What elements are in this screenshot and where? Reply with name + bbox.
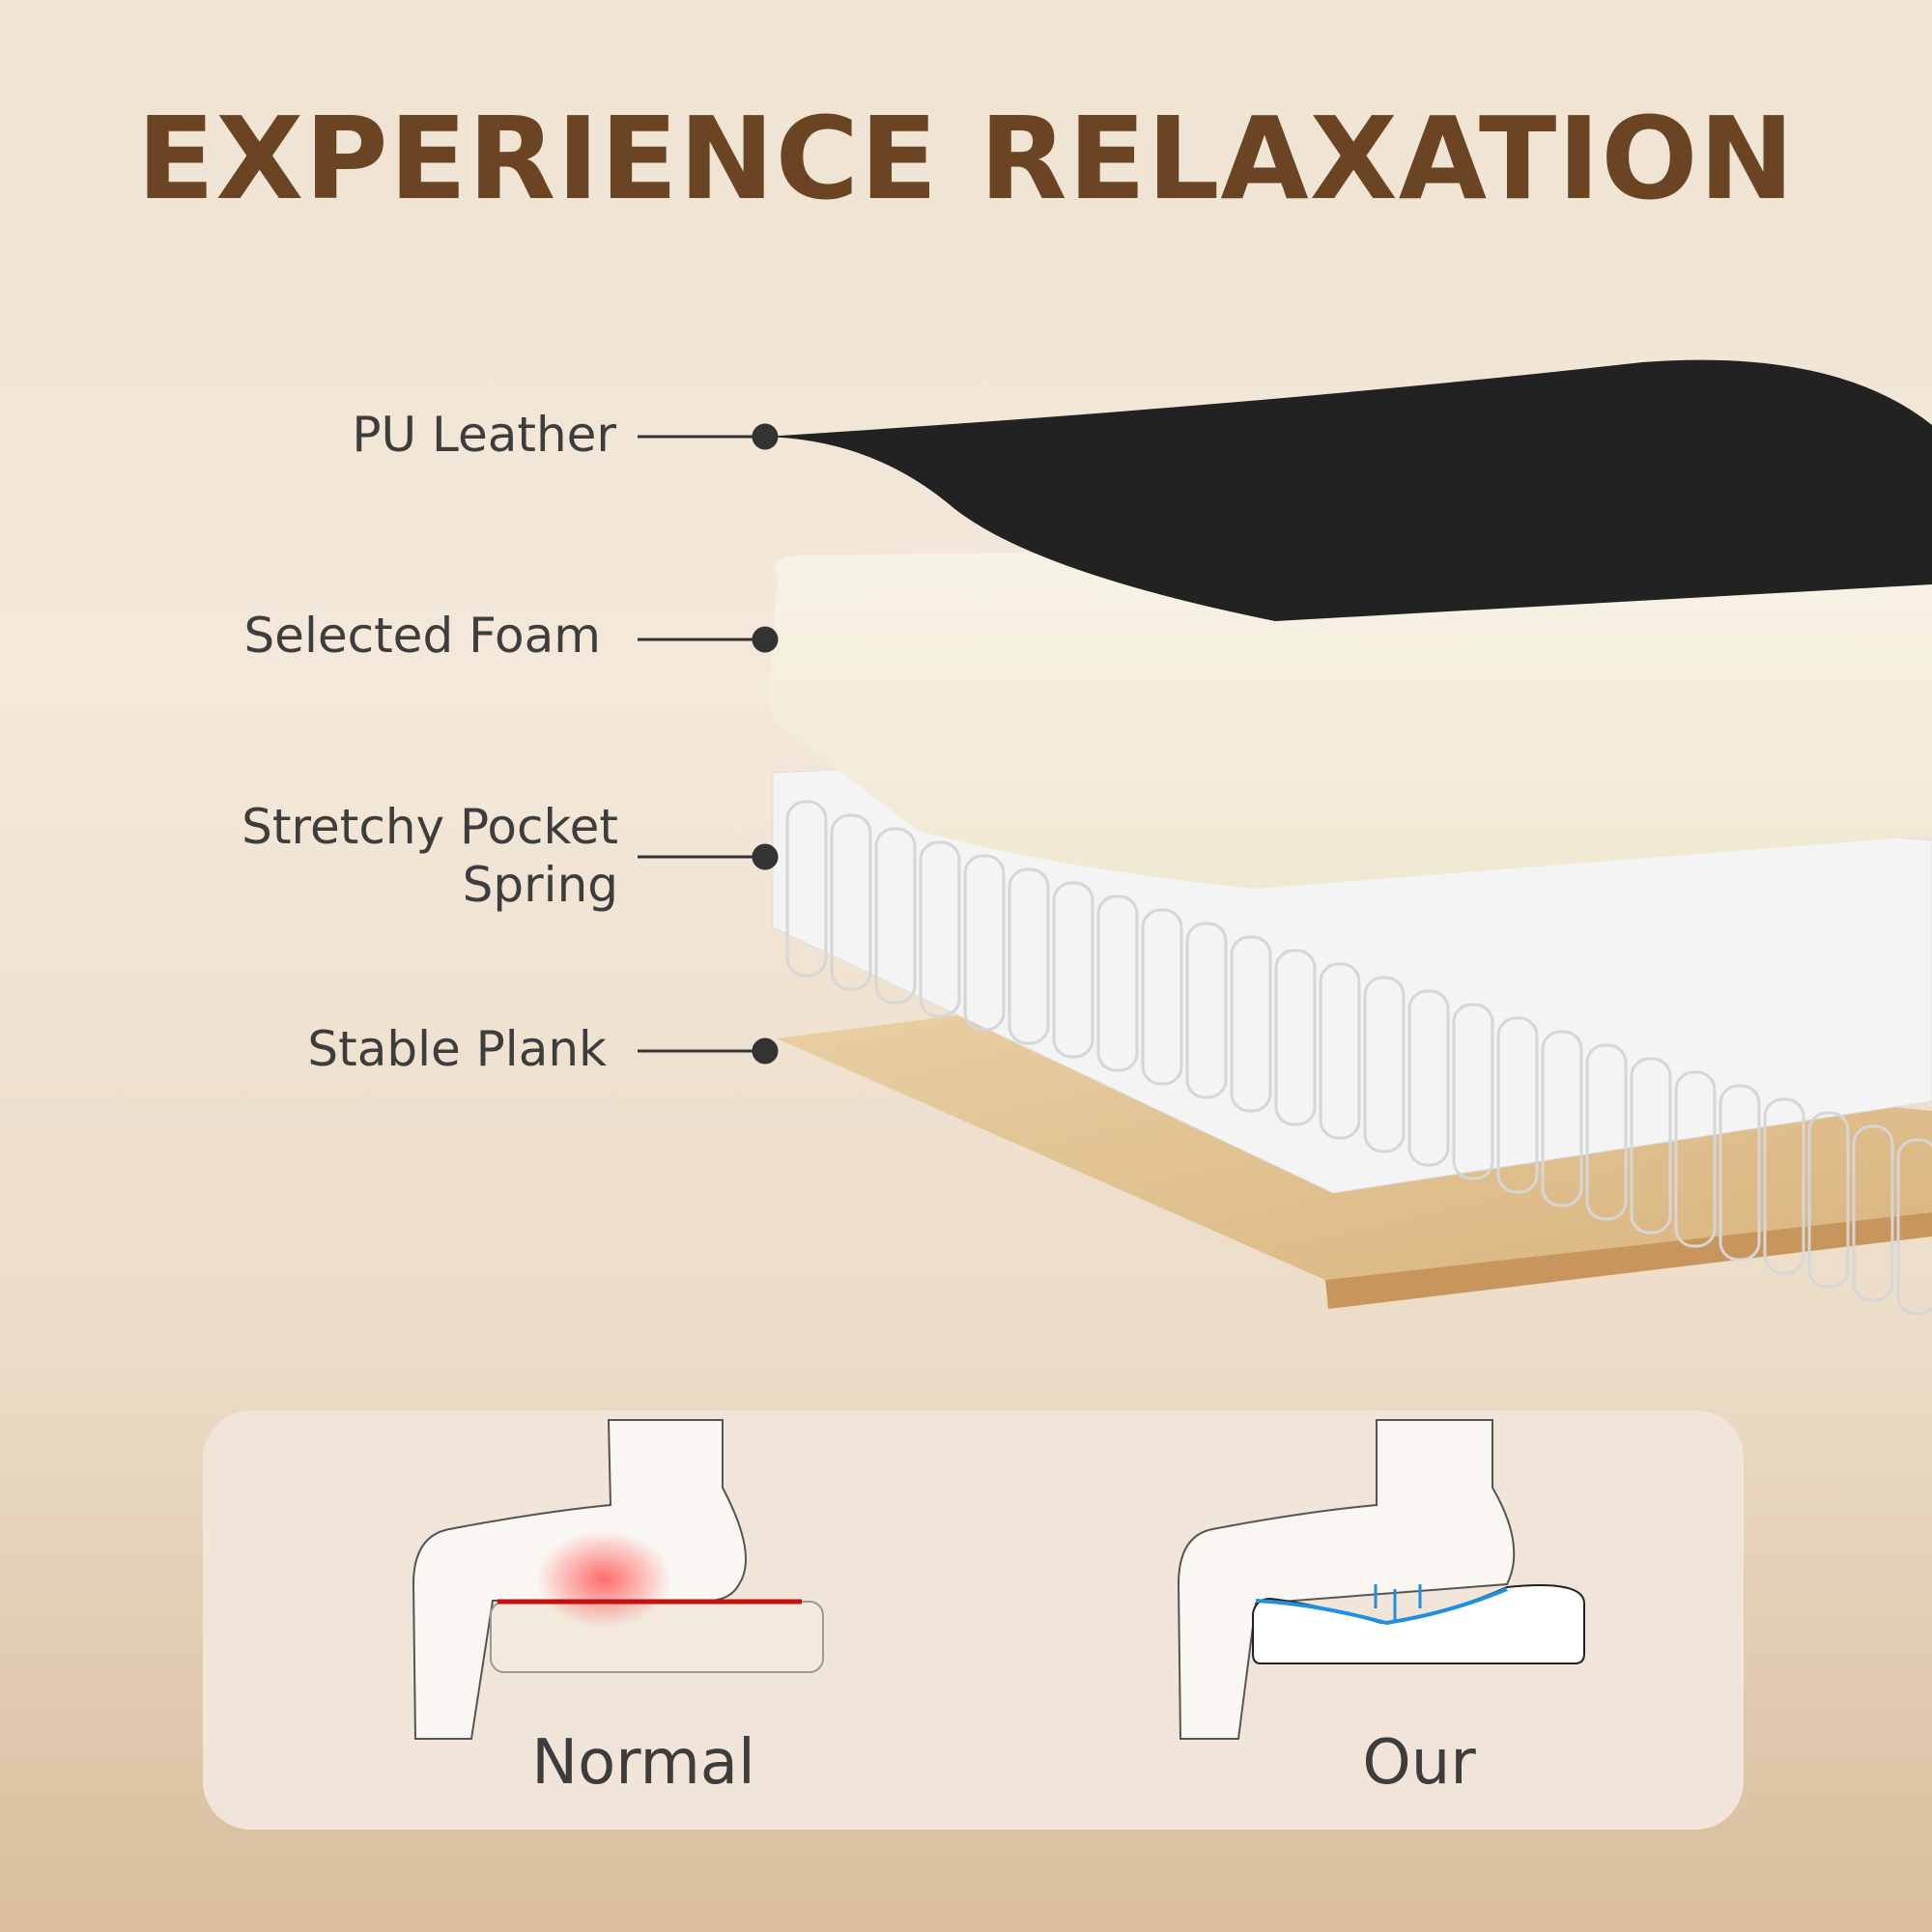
spring-coil xyxy=(1807,1111,1850,1289)
our-label: Our xyxy=(1362,1727,1476,1799)
label-selected-foam: Selected Foam xyxy=(243,608,601,664)
spring-coil xyxy=(963,854,1006,1032)
spring-coil xyxy=(919,840,961,1018)
spring-coil xyxy=(1763,1097,1805,1275)
label-pu-leather: PU Leather xyxy=(352,407,616,463)
spring-coil xyxy=(874,827,917,1005)
spring-coil xyxy=(1230,935,1272,1113)
pu-leather-layer xyxy=(765,359,1932,621)
normal-label: Normal xyxy=(531,1727,755,1799)
spring-coil xyxy=(1541,1030,1583,1208)
pocket-spring-layer xyxy=(772,762,1932,1316)
our-cushion-diagram xyxy=(1177,1419,1585,1740)
label-pocket-spring-line1: Stretchy Pocket xyxy=(242,799,618,855)
spring-coil xyxy=(1452,1003,1494,1180)
spring-coil xyxy=(1008,867,1050,1045)
spring-coil xyxy=(1719,1084,1761,1262)
spring-coil xyxy=(1052,881,1094,1059)
spring-coil xyxy=(1852,1124,1894,1302)
spring-coil xyxy=(1674,1070,1717,1248)
spring-coil xyxy=(785,800,828,978)
spring-coil xyxy=(1096,895,1139,1072)
spring-coil xyxy=(1185,922,1228,1099)
label-stable-plank: Stable Plank xyxy=(307,1021,607,1077)
normal-cushion-diagram xyxy=(412,1419,824,1740)
label-pocket-spring-line2: Spring xyxy=(462,857,618,913)
page-title: EXPERIENCE RELAXATION xyxy=(136,92,1796,225)
spring-coil xyxy=(1141,908,1183,1086)
spring-coil xyxy=(830,813,872,991)
spring-coil xyxy=(1585,1043,1628,1221)
spring-coil xyxy=(1496,1016,1539,1194)
label-pocket-spring: Stretchy Pocket Spring xyxy=(242,798,618,914)
spring-coil xyxy=(1274,949,1317,1126)
foam-layer xyxy=(768,541,1932,889)
spring-coil xyxy=(1896,1138,1932,1316)
spring-coil xyxy=(1407,989,1450,1167)
spring-coil xyxy=(1319,962,1361,1140)
spring-coil xyxy=(1363,976,1406,1153)
spring-coil xyxy=(1630,1057,1672,1235)
